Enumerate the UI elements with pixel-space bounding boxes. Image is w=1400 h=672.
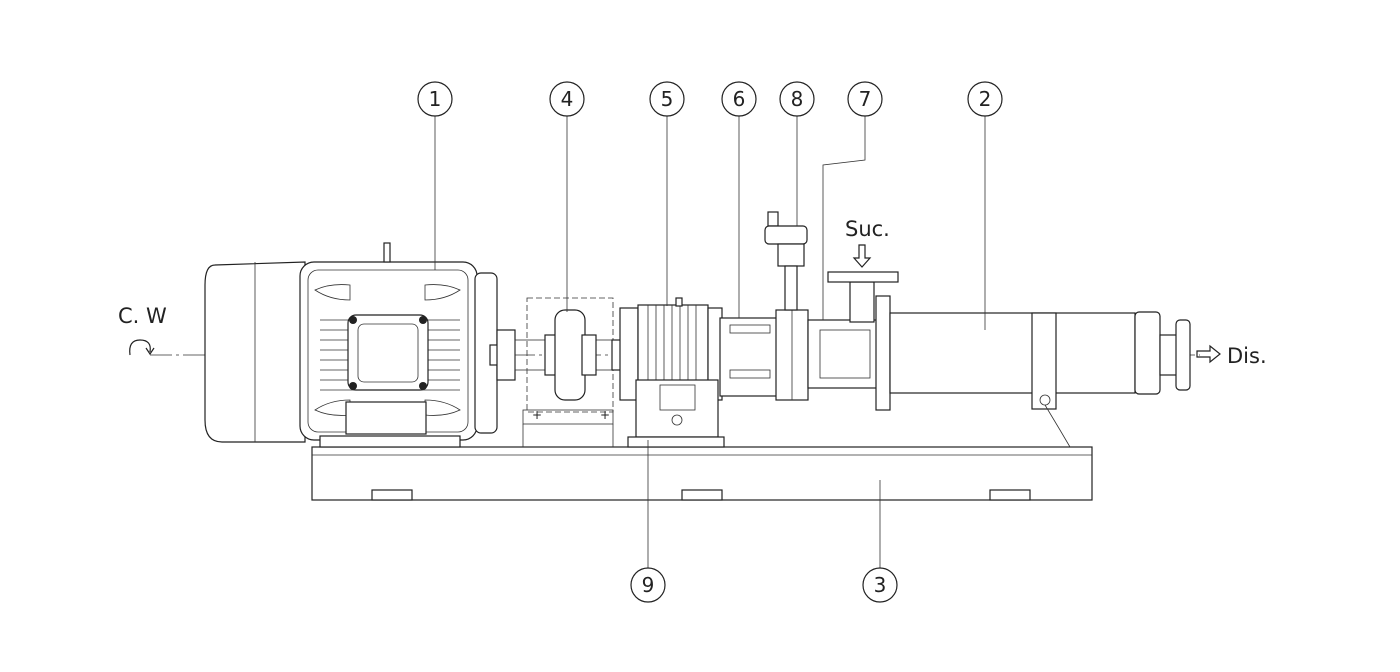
callout-9: 9 xyxy=(630,567,666,603)
svg-text:5: 5 xyxy=(661,87,674,111)
svg-text:+: + xyxy=(600,408,610,422)
svg-text:6: 6 xyxy=(733,87,746,111)
svg-text:8: 8 xyxy=(791,87,804,111)
svg-text:9: 9 xyxy=(642,573,655,597)
svg-text:3: 3 xyxy=(874,573,887,597)
base-plate xyxy=(311,446,1093,501)
shaft-seal-housing xyxy=(719,309,809,401)
valve xyxy=(764,211,808,311)
svg-text:4: 4 xyxy=(561,87,574,111)
suction-label: Suc. xyxy=(845,217,890,241)
callout-2: 2 xyxy=(967,81,1003,117)
leader-lines xyxy=(434,116,986,568)
suction-casing xyxy=(807,271,899,411)
svg-text:+: + xyxy=(532,408,542,422)
rotation-label: C. W xyxy=(118,304,167,328)
callout-8: 8 xyxy=(779,81,815,117)
callout-3: 3 xyxy=(862,567,898,603)
svg-text:7: 7 xyxy=(859,87,872,111)
callout-1: 1 xyxy=(417,81,453,117)
stator xyxy=(889,311,1191,448)
callout-6: 6 xyxy=(721,81,757,117)
motor xyxy=(204,242,516,448)
discharge-arrow-icon xyxy=(1196,344,1221,364)
callout-5: 5 xyxy=(649,81,685,117)
coupling: + + xyxy=(514,297,616,447)
discharge-label: Dis. xyxy=(1227,344,1267,368)
callout-4: 4 xyxy=(549,81,585,117)
pedestal xyxy=(627,379,725,448)
callout-7: 7 xyxy=(847,81,883,117)
svg-text:2: 2 xyxy=(979,87,992,111)
suction-arrow-icon xyxy=(852,244,872,268)
svg-text:1: 1 xyxy=(429,87,442,111)
rotation-arrow-icon xyxy=(129,339,155,356)
